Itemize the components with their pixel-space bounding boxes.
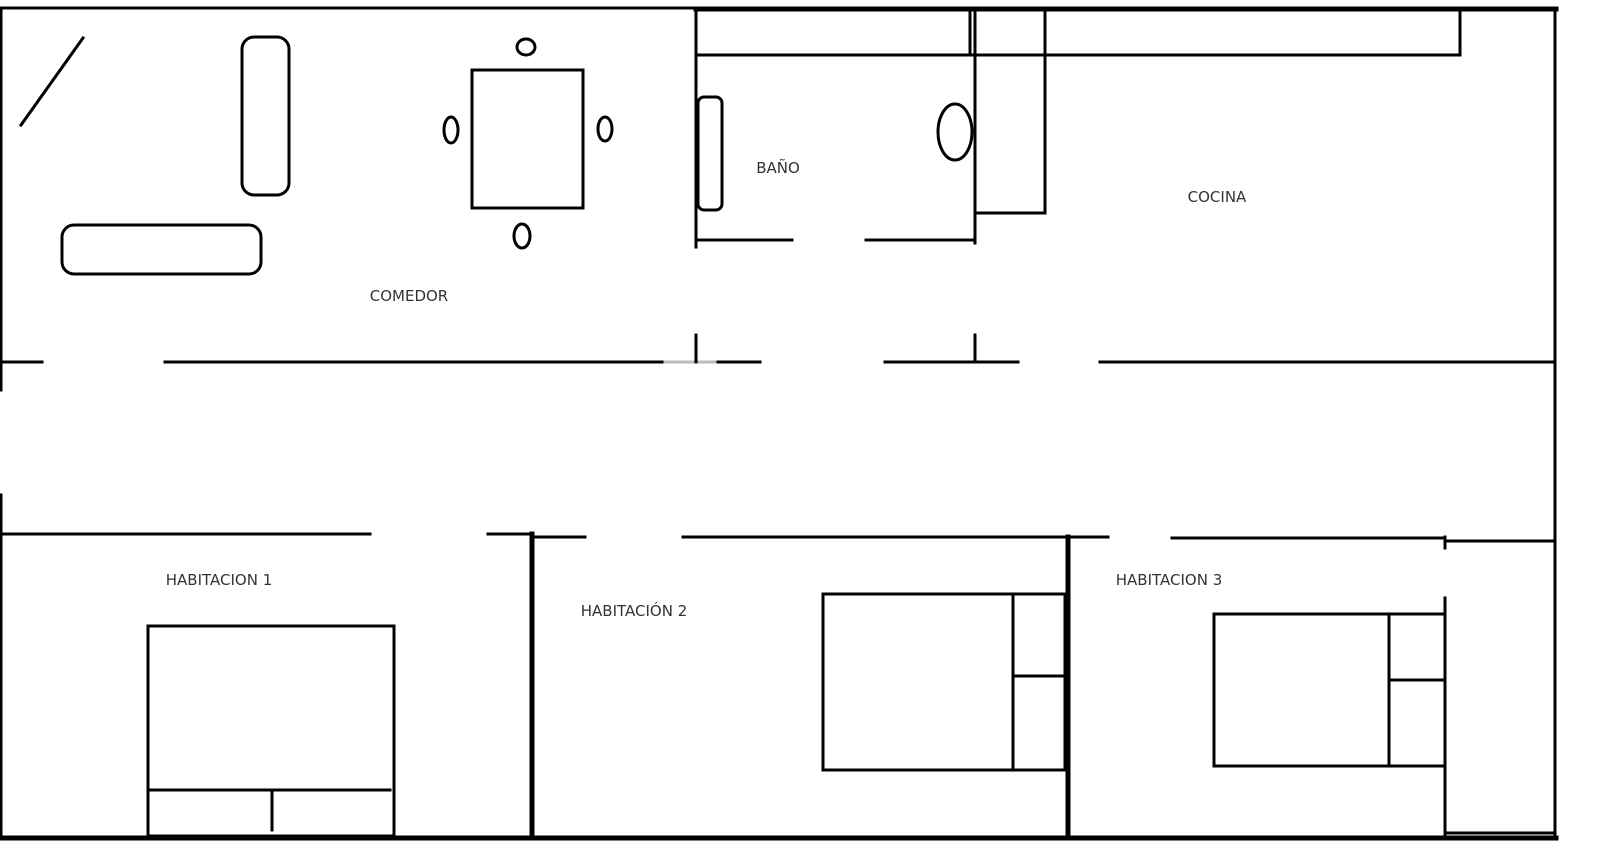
room-label-habitacion-3: HABITACION 3 bbox=[1116, 571, 1223, 589]
outer-walls bbox=[0, 6, 1559, 841]
living-furniture bbox=[18, 35, 614, 276]
sofa-horizontal bbox=[60, 223, 263, 276]
chair bbox=[596, 115, 614, 143]
chair bbox=[512, 222, 532, 250]
bed-3 bbox=[1212, 612, 1447, 768]
toilet bbox=[936, 102, 974, 162]
room-label-cocina: COCINA bbox=[1188, 188, 1247, 206]
corridor-walls bbox=[0, 360, 1557, 543]
door-swing bbox=[18, 35, 86, 128]
room-label-habitacion-1: HABITACION 1 bbox=[166, 571, 273, 589]
chair bbox=[515, 37, 537, 57]
bathtub bbox=[696, 95, 724, 212]
dining-table bbox=[470, 68, 585, 210]
room-label-comedor: COMEDOR bbox=[370, 287, 448, 305]
room-label-bano: BAÑO bbox=[756, 158, 800, 177]
bed-2 bbox=[821, 592, 1067, 772]
bed-1 bbox=[146, 624, 396, 838]
bathroom-walls bbox=[694, 6, 1462, 364]
sofa-vertical bbox=[240, 35, 291, 197]
room-label-habitacion-2: HABITACIÓN 2 bbox=[581, 601, 688, 620]
chair bbox=[442, 115, 460, 145]
kitchen-cabinet bbox=[973, 6, 1047, 215]
